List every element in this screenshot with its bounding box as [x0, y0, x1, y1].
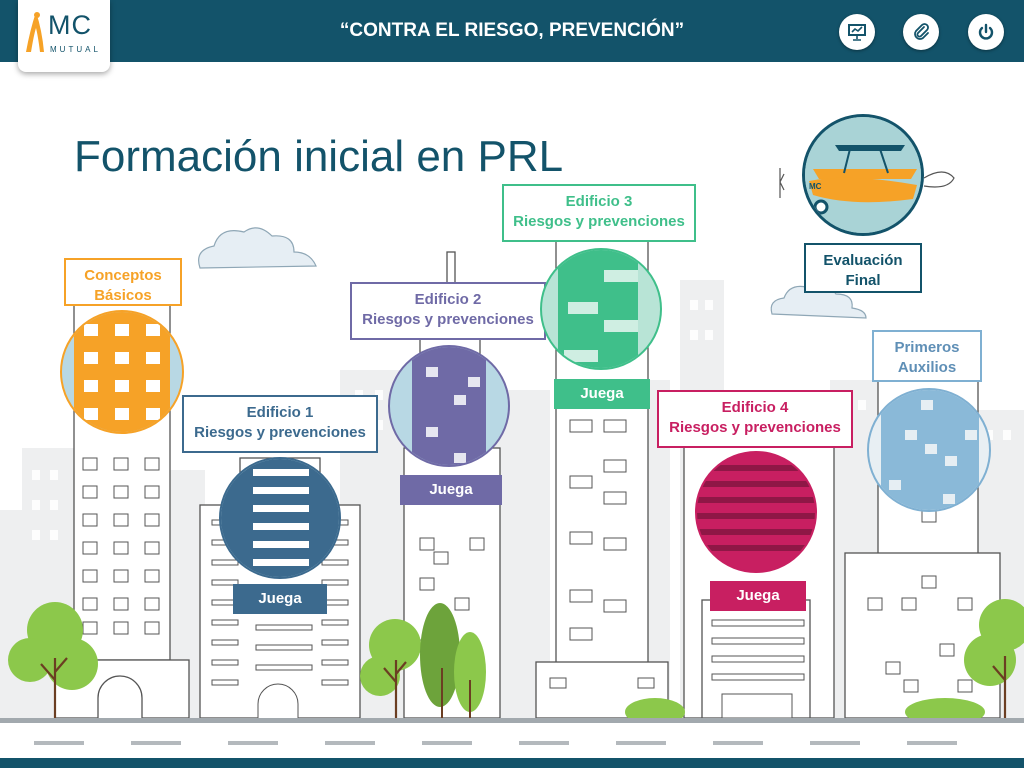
road-dash — [519, 741, 569, 745]
road-dash — [810, 741, 860, 745]
conceptos-basicos-circle[interactable] — [60, 310, 184, 434]
road-dash — [616, 741, 666, 745]
primeros-line2: Auxilios — [897, 359, 957, 376]
edificio-1-line1: Edificio 1 — [246, 404, 314, 421]
attachment-button[interactable] — [903, 14, 939, 50]
page-title: Formación inicial en PRL — [74, 132, 564, 181]
conceptos-line2: Básicos — [94, 287, 152, 304]
evaluacion-line1: Evaluación — [823, 252, 903, 269]
road-dash — [325, 741, 375, 745]
edificio-3-play-button[interactable]: Juega — [554, 379, 650, 409]
power-icon — [978, 23, 994, 40]
power-button[interactable] — [968, 14, 1004, 50]
road-dash — [131, 741, 181, 745]
evaluacion-final-label[interactable]: Evaluación Final — [804, 243, 922, 293]
app-title: “CONTRA EL RIESGO, PREVENCIÓN” — [339, 20, 685, 41]
road-dash — [713, 741, 763, 745]
logo-figure-icon — [26, 12, 44, 52]
edificio-2-play-button[interactable]: Juega — [400, 475, 502, 505]
primeros-auxilios-label[interactable]: Primeros Auxilios — [872, 330, 982, 382]
evaluacion-line2: Final — [845, 272, 881, 289]
conceptos-line1: Conceptos — [84, 267, 162, 284]
primeros-line1: Primeros — [894, 339, 960, 356]
edificio-3-circle[interactable] — [540, 248, 662, 370]
edificio-2-line1: Edificio 2 — [414, 291, 482, 308]
road — [0, 718, 1024, 763]
mc-mutual-logo: MC MUTUAL — [18, 0, 110, 72]
logo-subtext: MUTUAL — [50, 45, 101, 54]
edificio-1-circle[interactable] — [219, 457, 341, 579]
edificio-2-line2: Riesgos y prevenciones — [362, 311, 534, 328]
biplane-icon: MC — [805, 117, 921, 233]
road-dash — [422, 741, 472, 745]
road-dash — [907, 741, 957, 745]
road-dash — [228, 741, 278, 745]
biplane-tail-icon — [779, 168, 955, 198]
edificio-2-circle[interactable] — [388, 345, 510, 467]
edificio-3-line2: Riesgos y prevenciones — [513, 213, 685, 230]
bottom-bar — [0, 758, 1024, 768]
edificio-1-line2: Riesgos y prevenciones — [194, 424, 366, 441]
edificio-4-line1: Edificio 4 — [721, 399, 789, 416]
svg-text:MC: MC — [809, 182, 822, 191]
edificio-2-label[interactable]: Edificio 2 Riesgos y prevenciones — [350, 282, 546, 340]
edificio-3-line1: Edificio 3 — [565, 193, 633, 210]
road-dash — [34, 741, 84, 745]
edificio-3-building-icon — [558, 250, 638, 368]
conceptos-basicos-label[interactable]: Conceptos Básicos — [64, 258, 182, 306]
edificio-1-play-button[interactable]: Juega — [233, 584, 327, 614]
edificio-4-label[interactable]: Edificio 4 Riesgos y prevenciones — [657, 390, 853, 448]
primeros-auxilios-circle[interactable] — [867, 388, 991, 512]
primeros-building-icon — [881, 390, 979, 510]
logo-text: MC — [48, 10, 92, 40]
presentation-icon — [848, 24, 866, 41]
evaluacion-final-circle[interactable]: MC — [802, 114, 924, 236]
edificio-1-label[interactable]: Edificio 1 Riesgos y prevenciones — [182, 395, 378, 453]
presentation-button[interactable] — [839, 14, 875, 50]
edificio-1-building-icon — [221, 459, 339, 577]
edificio-2-building-icon — [412, 347, 486, 465]
edificio-4-circle[interactable] — [695, 451, 817, 573]
edificio-4-line2: Riesgos y prevenciones — [669, 419, 841, 436]
edificio-4-building-icon — [697, 465, 815, 551]
edificio-3-label[interactable]: Edificio 3 Riesgos y prevenciones — [502, 184, 696, 242]
edificio-4-play-button[interactable]: Juega — [710, 581, 806, 611]
paperclip-icon — [914, 23, 929, 40]
conceptos-building-icon — [74, 312, 170, 432]
